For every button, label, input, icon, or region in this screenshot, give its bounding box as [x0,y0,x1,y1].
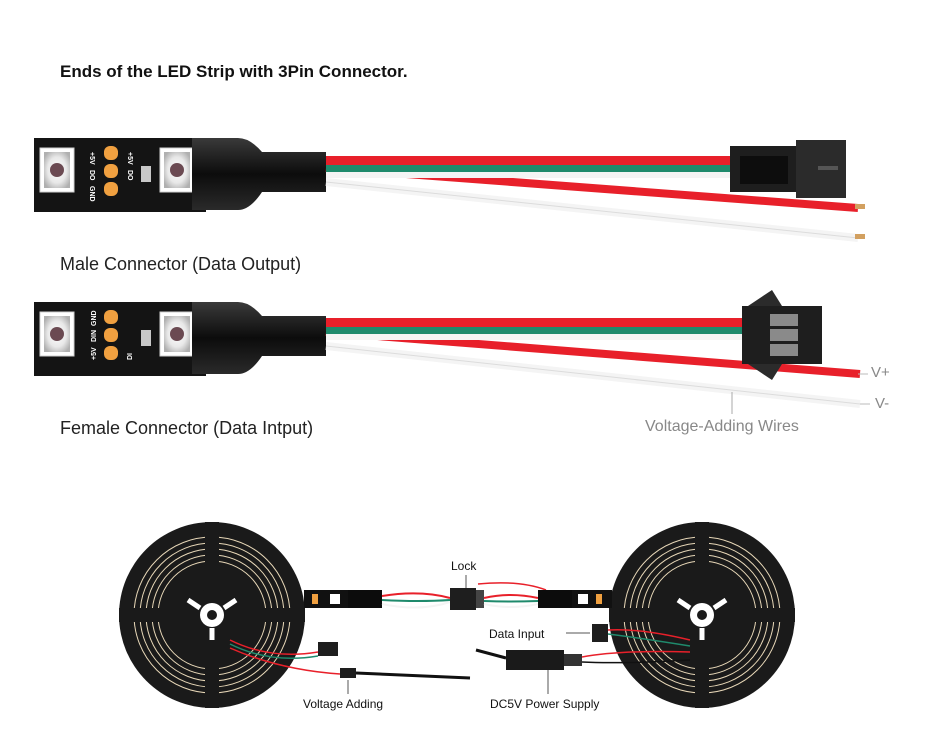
svg-text:DO: DO [88,170,95,181]
solder-pad [104,164,118,178]
female-strip-end: +5V DIN GND DI [34,290,870,414]
green-wire [326,165,732,172]
svg-text:GND: GND [88,186,95,202]
svg-text:+5V: +5V [88,152,95,165]
data-input-label: Data Input [489,627,544,641]
red-wire [326,156,732,165]
connection-diagram [119,522,795,708]
data-input-connector [592,624,608,642]
white-wire [326,172,732,178]
svg-text:DIN: DIN [91,330,98,342]
voltage-adding-wires-label: Voltage-Adding Wires [645,418,799,436]
vplus-label: V+ [871,364,890,381]
svg-text:GND: GND [91,310,98,326]
lock-label: Lock [451,559,476,573]
red-wire [326,318,742,327]
page-title: Ends of the LED Strip with 3Pin Connecto… [60,62,408,82]
solder-pad [104,346,118,360]
right-reel [609,522,795,708]
male-connector-caption: Male Connector (Data Output) [60,254,301,275]
vminus-label: V- [875,395,889,412]
heat-shrink-tube [192,302,326,374]
power-supply-label: DC5V Power Supply [490,697,599,711]
green-wire [326,327,742,334]
power-supply-plug [506,650,564,670]
svg-text:+5V: +5V [126,152,133,165]
heat-shrink-tube [192,138,326,210]
svg-text:DI: DI [127,353,134,360]
male-strip-end: +5V DO GND +5V DO [34,138,865,239]
solder-pad [104,328,118,342]
voltage-adding-label: Voltage Adding [303,697,383,711]
solder-pad [104,146,118,160]
lock-connector [450,588,476,610]
solder-pad [104,310,118,324]
solder-pad [104,182,118,196]
female-connector-caption: Female Connector (Data Intput) [60,418,313,439]
left-reel [119,522,305,708]
svg-text:DO: DO [126,170,133,181]
svg-text:+5V: +5V [91,347,98,360]
white-wire [326,334,742,340]
